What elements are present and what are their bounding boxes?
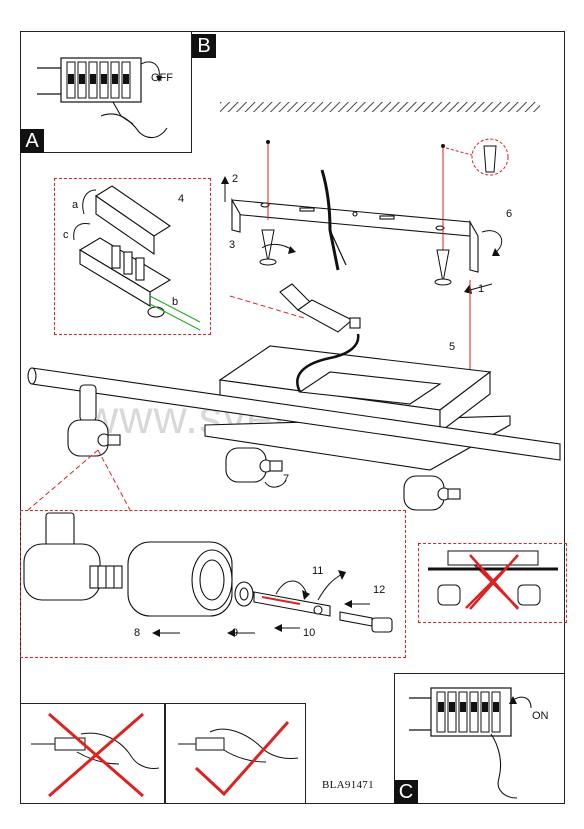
step-10: 10 (303, 627, 316, 639)
right-handling-illustration (178, 721, 299, 797)
connector-plug (279, 283, 361, 333)
detail-box-wrong-mount (418, 543, 567, 623)
off-label: OFF (151, 72, 173, 84)
letter-b: b (172, 296, 179, 308)
spot-right-on-bar (403, 475, 461, 511)
spot-exploded (23, 512, 393, 633)
model-code: BLA91471 (322, 779, 374, 791)
bar-tube (27, 367, 561, 461)
badge-c: C (394, 780, 418, 804)
spot-mid-on-bar (225, 447, 283, 483)
step-5: 5 (449, 341, 456, 353)
detail-box-spot (20, 510, 406, 658)
wrong-handling-illustration (31, 712, 160, 798)
step-8: 8 (134, 627, 141, 639)
step-2: 2 (232, 173, 239, 185)
step-11: 11 (312, 565, 324, 577)
step-7: 7 (283, 473, 290, 485)
mounting-bracket (231, 197, 479, 273)
letter-a: a (72, 199, 79, 211)
letter-c: c (63, 229, 69, 241)
badge-a: A (20, 129, 44, 153)
badge-b: B (192, 34, 216, 58)
step-6: 6 (506, 208, 513, 220)
detail-box-terminal (54, 178, 211, 335)
panel-right-handling (165, 703, 306, 804)
step-3: 3 (229, 239, 236, 251)
on-label: ON (532, 710, 549, 722)
panel-switch-on: ON (394, 673, 565, 804)
switch-on-illustration (409, 687, 532, 799)
terminal-block-detail (78, 185, 172, 318)
step-12: 12 (373, 584, 386, 596)
ceiling-hatch (220, 102, 540, 112)
panel-switch-off: OFF (20, 31, 192, 153)
switch-off-illustration (37, 57, 168, 139)
wrong-mount-illustration (428, 550, 558, 610)
step-9: 9 (232, 627, 239, 639)
step-1: 1 (478, 283, 485, 295)
panel-wrong-handling (20, 703, 165, 804)
spot-left-on-bar (67, 384, 121, 457)
step-4: 4 (178, 193, 185, 205)
